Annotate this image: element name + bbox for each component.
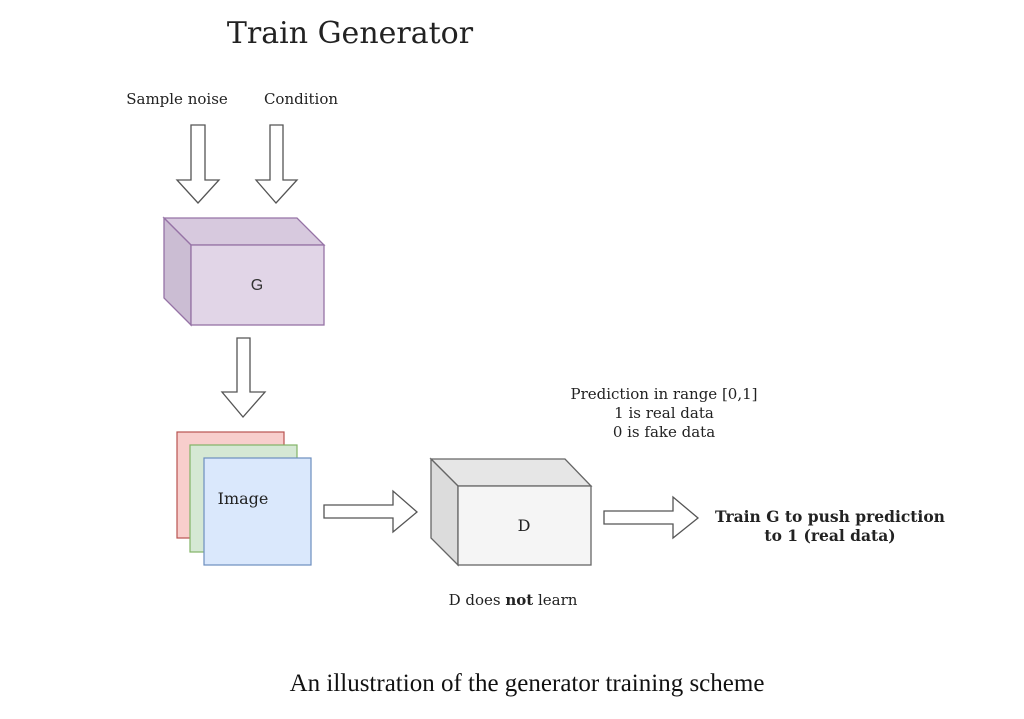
- figure-caption: An illustration of the generator trainin…: [290, 670, 765, 697]
- generator-label: G: [251, 277, 263, 294]
- arrow-down-condition-icon: [254, 124, 299, 204]
- outcome-note: Train G to push prediction to 1 (real da…: [715, 507, 945, 545]
- diagram-title: Train Generator: [227, 16, 474, 51]
- image-layer-blue: [203, 457, 312, 566]
- arrow-down-g-to-image-icon: [220, 337, 267, 418]
- sample-noise-label: Sample noise: [126, 90, 228, 108]
- arrow-right-image-to-d-icon: [323, 489, 419, 534]
- discriminator-note-prefix: D does: [449, 591, 506, 609]
- arrow-right-d-to-outcome-icon: [603, 495, 700, 540]
- image-stack: Image: [176, 431, 312, 566]
- outcome-line: to 1 (real data): [764, 526, 895, 545]
- outcome-line: Train G to push prediction: [715, 507, 945, 526]
- discriminator-front-face: [457, 485, 592, 566]
- image-label: Image: [218, 489, 269, 508]
- condition-label: Condition: [264, 90, 338, 108]
- discriminator-note-bold: not: [505, 591, 533, 609]
- discriminator-note: D does not learn: [449, 591, 578, 609]
- prediction-note-line: 0 is fake data: [613, 423, 715, 441]
- arrow-down-noise-icon: [175, 124, 221, 204]
- prediction-note-line: Prediction in range [0,1]: [570, 385, 757, 403]
- generator-front-face: [190, 244, 325, 326]
- discriminator-note-suffix: learn: [533, 591, 578, 609]
- discriminator-top-face: [429, 458, 593, 487]
- prediction-note-line: 1 is real data: [614, 404, 714, 422]
- discriminator-box: D: [429, 457, 593, 567]
- discriminator-label: D: [518, 516, 531, 535]
- generator-top-face: [162, 217, 326, 246]
- prediction-note: Prediction in range [0,1] 1 is real data…: [570, 385, 757, 441]
- generator-box: G: [162, 216, 326, 327]
